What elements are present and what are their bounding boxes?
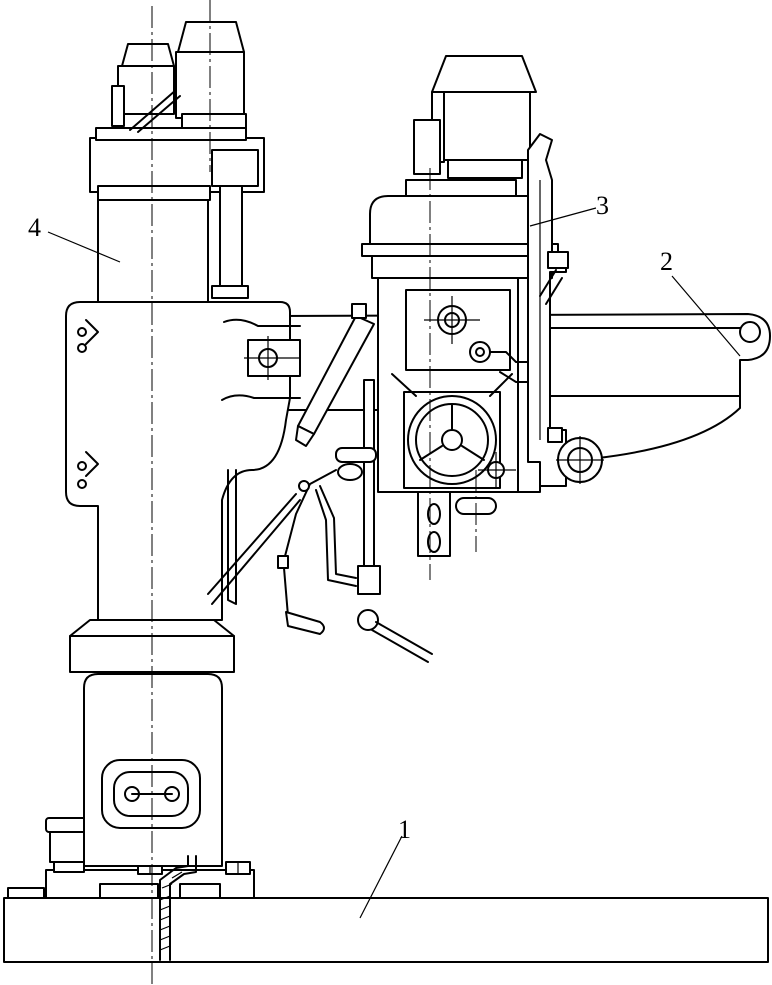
center-lines — [151, 0, 477, 984]
levers — [277, 303, 433, 663]
label-spindle-head: 3 — [596, 191, 609, 220]
label-base: 1 — [398, 815, 411, 844]
label-column: 4 — [28, 213, 41, 242]
column-top-motors — [111, 21, 247, 133]
base — [3, 861, 769, 963]
coolant-hose — [159, 855, 197, 961]
label-arm: 2 — [660, 247, 673, 276]
leader-lines — [47, 207, 741, 919]
base-plate — [3, 897, 769, 963]
spindle-head — [361, 55, 604, 557]
arm-sleeve — [65, 301, 291, 621]
coolant-pump-motor — [45, 817, 87, 873]
